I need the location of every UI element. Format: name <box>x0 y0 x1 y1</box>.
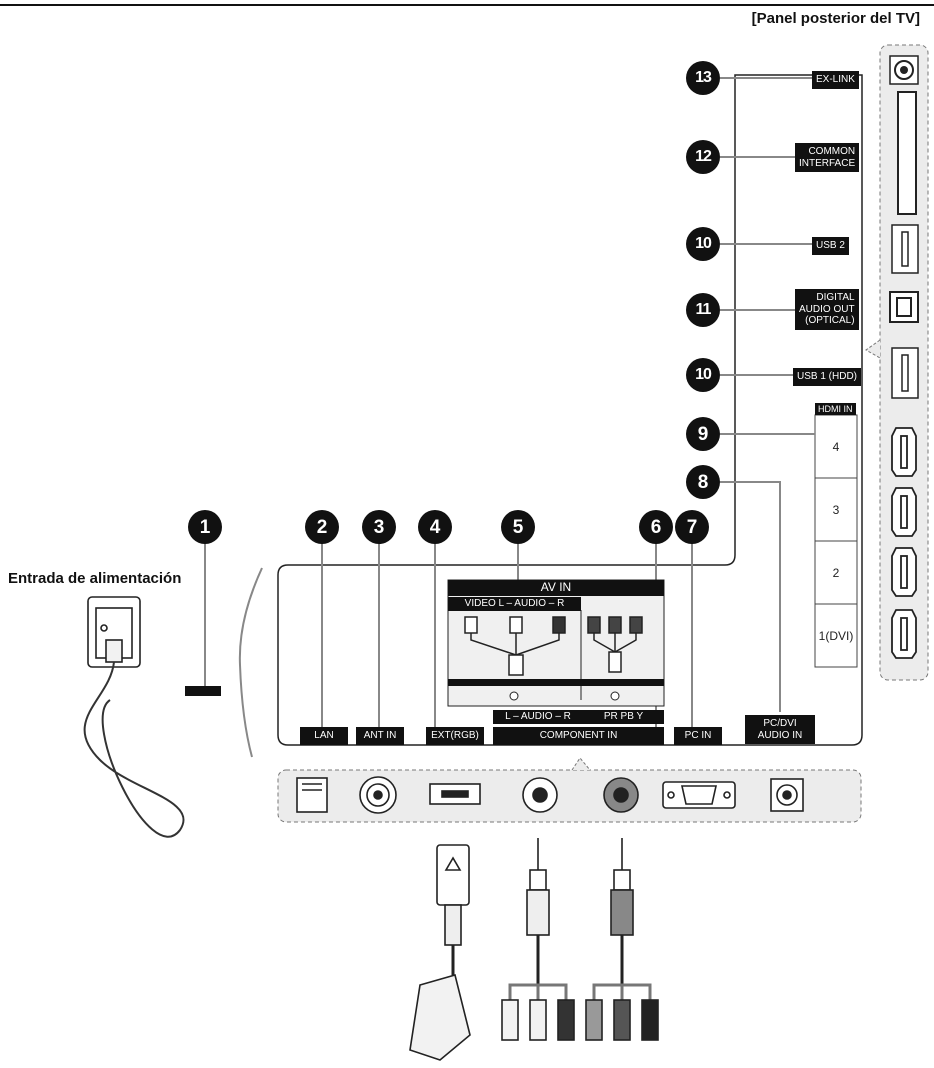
label-av-video-audio: VIDEO L – AUDIO – R <box>448 597 581 611</box>
label-digital-audio-out: DIGITAL AUDIO OUT (OPTICAL) <box>795 289 859 330</box>
component-connectors <box>587 616 643 673</box>
power-caption: Entrada de alimentación <box>8 570 182 587</box>
callout-12: 12 <box>686 140 720 174</box>
label-audio-lr: L – AUDIO – R <box>493 710 583 724</box>
av-in-connectors <box>464 616 566 676</box>
callout-3: 3 <box>362 510 396 544</box>
panel-caption: [Panel posterior del TV] <box>751 10 920 27</box>
callout-13: 13 <box>686 61 720 95</box>
callout-9: 9 <box>686 417 720 451</box>
rca-cable-av <box>501 838 575 1041</box>
label-usb1-hdd: USB 1 (HDD) <box>793 368 862 386</box>
callout-4: 4 <box>418 510 452 544</box>
label-usb2: USB 2 <box>812 237 849 255</box>
label-ext-rgb: EXT(RGB) <box>426 727 484 745</box>
hdmi-number-4: 4 <box>832 440 840 454</box>
side-ci-slot <box>897 91 917 215</box>
label-common-interface: COMMON INTERFACE <box>795 143 860 172</box>
label-pc-dvi-audio-in: PC/DVI AUDIO IN <box>745 715 815 744</box>
label-component-pr-pb-y: PR PB Y <box>583 710 664 724</box>
callout-11: 11 <box>686 293 720 327</box>
callout-8: 8 <box>686 465 720 499</box>
callout-10-usb2: 10 <box>686 227 720 261</box>
label-component-in: COMPONENT IN <box>493 727 664 745</box>
side-strip-pointer <box>865 339 881 359</box>
bottom-port-icons <box>296 776 804 814</box>
bottom-strip-pointer <box>571 757 591 771</box>
callout-10-usb1: 10 <box>686 358 720 392</box>
panel-break-curve <box>238 567 263 758</box>
rca-cable-component <box>585 838 659 1041</box>
hdmi-number-1-dvi: 1(DVI) <box>818 629 854 643</box>
label-ex-link: EX-LINK <box>812 71 859 89</box>
scart-cable <box>409 844 471 1061</box>
top-rule <box>0 4 934 6</box>
label-ant-in: ANT IN <box>356 727 404 745</box>
label-av-in: AV IN <box>448 580 664 596</box>
label-lan: LAN <box>300 727 348 745</box>
power-connector <box>83 596 185 838</box>
callout-5: 5 <box>501 510 535 544</box>
label-hdmi-in: HDMI IN <box>815 403 856 416</box>
label-pc-in: PC IN <box>674 727 722 745</box>
hdmi-number-2: 2 <box>832 566 840 580</box>
side-hdmi-ports <box>891 427 917 659</box>
power-marker-bar <box>185 686 221 696</box>
tv-rear-panel-outline <box>277 74 863 746</box>
hdmi-number-3: 3 <box>832 503 840 517</box>
callout-7: 7 <box>675 510 709 544</box>
callout-2: 2 <box>305 510 339 544</box>
callout-1: 1 <box>188 510 222 544</box>
callout-6: 6 <box>639 510 673 544</box>
